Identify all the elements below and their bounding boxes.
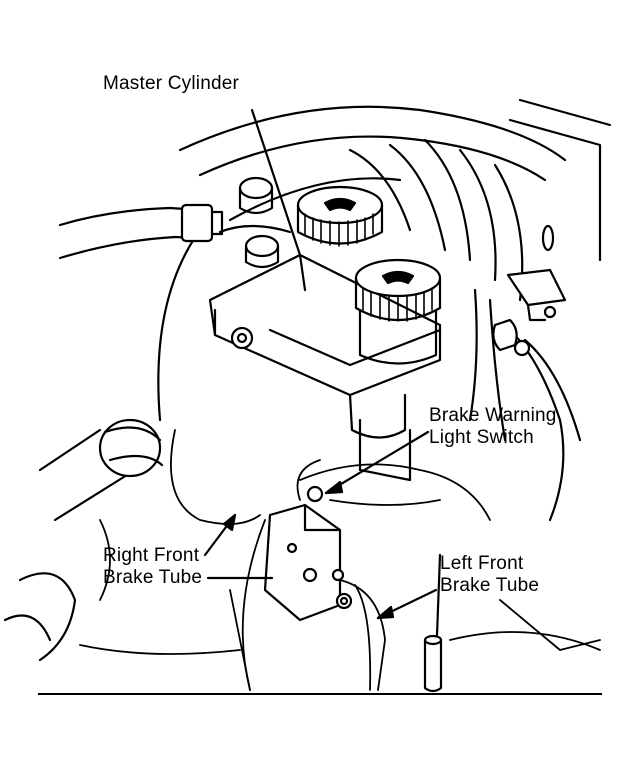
heater-hose bbox=[3, 418, 164, 662]
lower-frame bbox=[79, 519, 601, 691]
sensor-pipe bbox=[423, 553, 443, 693]
right-front-brake-tube-label: Right Front Brake Tube bbox=[103, 545, 203, 588]
right-front-leader bbox=[203, 513, 274, 580]
master-cylinder-leader bbox=[250, 108, 302, 257]
brake-booster bbox=[157, 105, 567, 422]
firewall-structure bbox=[468, 98, 612, 522]
warning-switch-leader bbox=[324, 430, 430, 495]
left-front-leader bbox=[376, 588, 438, 620]
bottom-divider bbox=[38, 693, 602, 695]
vacuum-hose bbox=[58, 176, 292, 269]
left-front-brake-tube-label: Left Front Brake Tube bbox=[440, 553, 540, 596]
brake-warning-switch-label: Brake Warning Light Switch bbox=[429, 405, 557, 448]
combination-valve bbox=[263, 485, 353, 622]
wire-connector bbox=[492, 268, 567, 357]
reservoir-cap-front bbox=[354, 258, 442, 365]
master-cylinder-label: Master Cylinder bbox=[103, 73, 240, 94]
reservoir-cap-rear bbox=[296, 185, 384, 247]
